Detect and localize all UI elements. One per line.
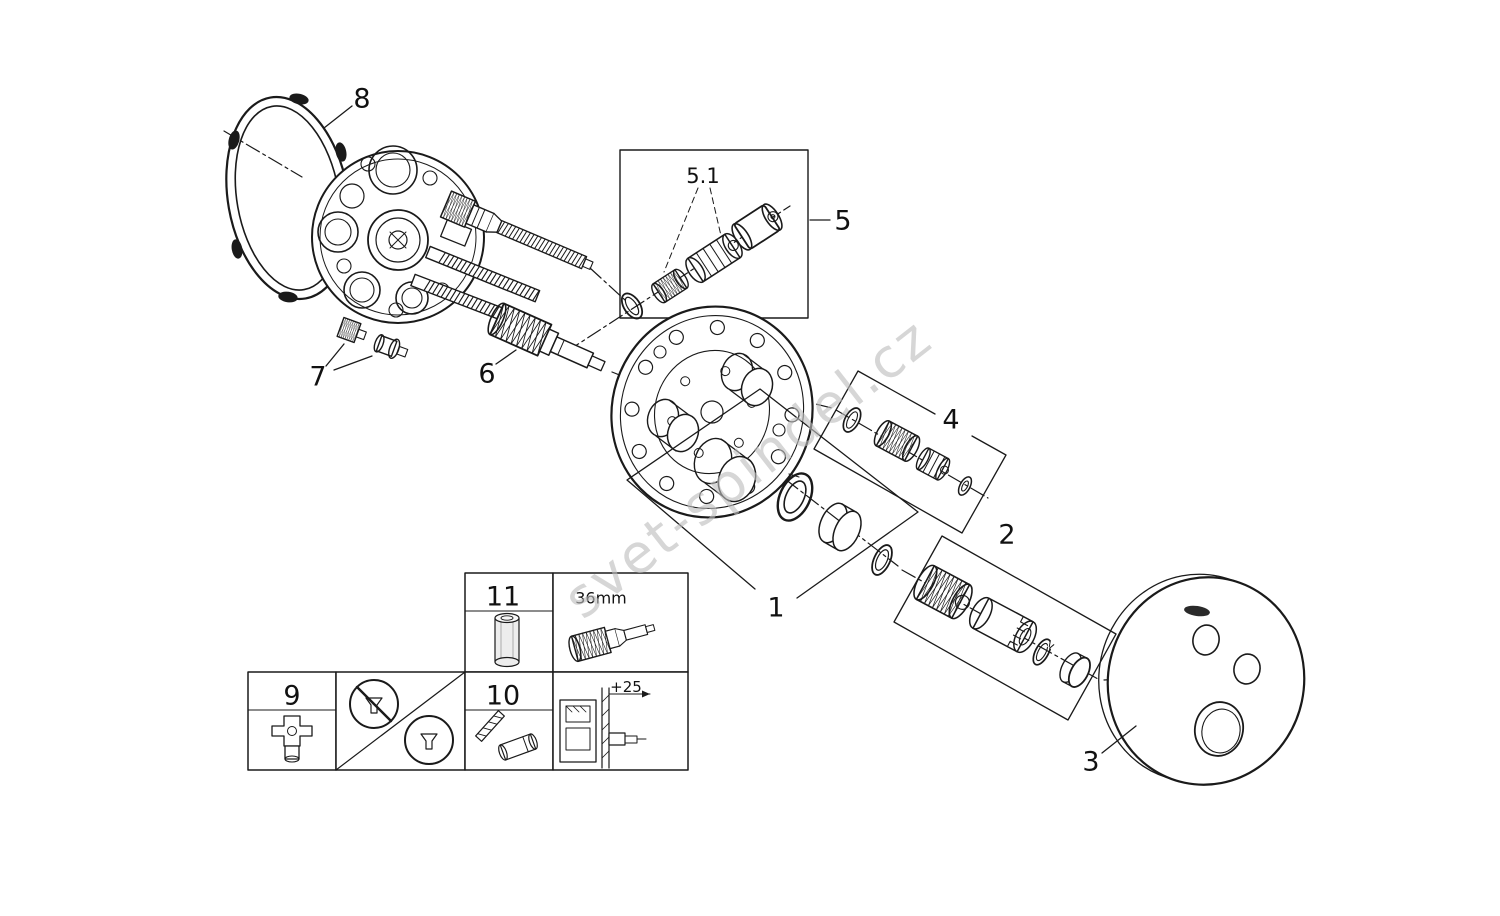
callout-6: 6 bbox=[478, 359, 495, 390]
callout-1: 1 bbox=[767, 593, 784, 624]
callout-9: 9 bbox=[283, 681, 300, 712]
callout-2: 2 bbox=[998, 520, 1015, 551]
mounting-flange bbox=[610, 305, 814, 519]
allowed-tool-icon bbox=[404, 715, 454, 765]
adapter-5 bbox=[651, 268, 689, 304]
o-ring-5 bbox=[620, 292, 644, 320]
dimension-36mm: 36mm bbox=[575, 589, 627, 608]
inset-panel bbox=[247, 572, 689, 771]
pin-and-sleeve-10 bbox=[475, 710, 538, 761]
spindle-part-6 bbox=[487, 302, 606, 372]
leader-6 bbox=[495, 349, 517, 365]
callout-8: 8 bbox=[353, 84, 370, 115]
callout-5-1: 5.1 bbox=[686, 164, 719, 188]
cap-5 bbox=[731, 203, 783, 251]
knurled-adapter-4 bbox=[873, 420, 921, 462]
cartridge-spindle bbox=[439, 190, 594, 270]
end-cap-2 bbox=[1059, 652, 1091, 688]
brand-logo bbox=[1184, 605, 1210, 617]
leader-3 bbox=[1101, 725, 1137, 754]
fittings-part-7 bbox=[325, 316, 409, 371]
callout-7: 7 bbox=[309, 362, 326, 393]
group-1-box bbox=[626, 388, 919, 599]
leader-7a bbox=[325, 343, 345, 367]
callout-10: 10 bbox=[486, 681, 520, 712]
split-collar bbox=[776, 472, 814, 522]
spacer-sleeve bbox=[818, 502, 862, 552]
c-clip-2 bbox=[1032, 638, 1057, 666]
knurled-nut-2 bbox=[913, 564, 973, 620]
leader-7b bbox=[333, 355, 373, 371]
flange-cylinder-3 bbox=[693, 437, 757, 503]
retainer-rings bbox=[776, 472, 893, 576]
callout-4: 4 bbox=[942, 405, 959, 436]
o-ring-1 bbox=[871, 544, 893, 576]
callout-3: 3 bbox=[1082, 747, 1099, 778]
callout-labels: 8 7 6 5.1 5 4 2 1 3 9 10 11 36mm +25 bbox=[283, 84, 1099, 778]
cross-key-9 bbox=[271, 715, 313, 763]
callout-11: 11 bbox=[486, 582, 520, 613]
inset-box-36mm bbox=[552, 572, 689, 673]
leader-8 bbox=[323, 105, 353, 129]
spindle-36mm bbox=[568, 624, 656, 663]
washer-4 bbox=[957, 476, 973, 496]
castellated-sleeve-2 bbox=[968, 596, 1038, 654]
grooved-bushing-4 bbox=[915, 447, 951, 481]
group-2 bbox=[893, 535, 1117, 721]
installation-depth-drawing bbox=[559, 687, 651, 769]
group-5 bbox=[619, 149, 831, 320]
dimension-arrow bbox=[642, 690, 650, 698]
extension-cylinder-11 bbox=[494, 612, 520, 668]
prohibited-tool-icon bbox=[349, 679, 399, 729]
valve-body bbox=[311, 145, 485, 324]
faceplate-part-3 bbox=[1098, 573, 1306, 786]
sleeve-5-1 bbox=[685, 232, 743, 284]
dimension-plus25: +25 bbox=[610, 678, 642, 696]
tool-usage-icons bbox=[335, 671, 466, 771]
group-4 bbox=[813, 370, 1007, 534]
slash-icon bbox=[355, 685, 393, 723]
o-ring-4 bbox=[842, 407, 862, 433]
callout-5: 5 bbox=[834, 206, 851, 237]
